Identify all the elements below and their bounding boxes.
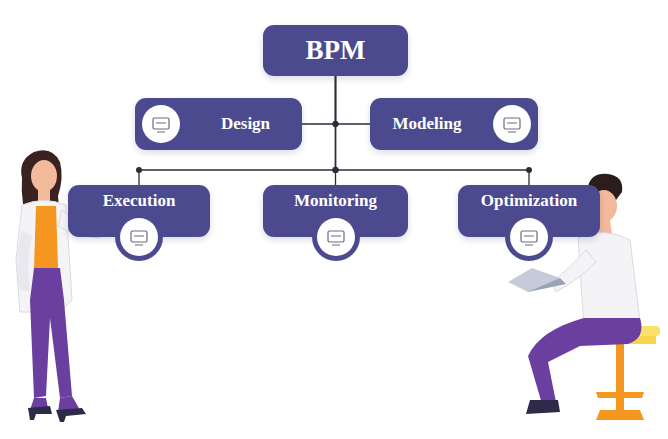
- stage-icon: [135, 98, 187, 150]
- man-figure: [528, 318, 642, 404]
- stage-icon: [503, 211, 555, 263]
- stage-box: Execution: [68, 185, 210, 237]
- man-figure: [598, 220, 612, 234]
- man-figure: [552, 250, 596, 292]
- woman-figure: [34, 206, 58, 268]
- tree-connector: [302, 76, 336, 124]
- icon-glyph: [507, 123, 517, 132]
- junction-dot: [333, 167, 339, 173]
- icon-glyph: [134, 236, 144, 245]
- icon-ring: [505, 213, 553, 261]
- junction-dot: [333, 167, 339, 173]
- stage-icon: [113, 211, 165, 263]
- icon-glyph: [524, 236, 534, 245]
- stage-box: Modeling: [370, 98, 538, 150]
- icon-disc: [317, 218, 355, 256]
- stage-box: Optimization: [458, 185, 600, 237]
- node-label: Execution: [103, 192, 176, 211]
- man-figure: [578, 232, 640, 326]
- junction-dot: [333, 121, 339, 127]
- stage-box: Monitoring: [263, 185, 408, 237]
- junction-dot: [526, 167, 532, 173]
- icon-ring: [137, 100, 185, 148]
- node-label: Design: [221, 115, 270, 134]
- stage-icon: [310, 211, 362, 263]
- node-label: Modeling: [393, 115, 462, 134]
- woman-figure: [56, 408, 86, 422]
- icon-ring: [115, 213, 163, 261]
- node-label: BPM: [306, 36, 366, 66]
- icon-disc: [493, 105, 531, 143]
- junction-dot: [333, 121, 339, 127]
- icon-glyph: [331, 236, 341, 245]
- junction-dot: [136, 167, 142, 173]
- tree-connector: [139, 76, 336, 185]
- node-label: Monitoring: [294, 192, 377, 211]
- root-box: BPM: [263, 25, 408, 76]
- icon-glyph: [156, 123, 166, 132]
- woman-figure: [17, 230, 32, 292]
- woman-figure: [28, 406, 52, 420]
- icon-ring: [488, 100, 536, 148]
- woman-figure: [30, 268, 72, 398]
- man-figure: [616, 344, 624, 410]
- junction-dot: [333, 167, 339, 173]
- man-figure: [508, 268, 560, 292]
- stage-icon: [486, 98, 538, 150]
- woman-figure: [31, 160, 57, 192]
- icon-ring: [312, 213, 360, 261]
- man-figure: [596, 392, 644, 398]
- tree-connector: [336, 76, 371, 124]
- icon-disc: [120, 218, 158, 256]
- man-figure: [596, 410, 644, 420]
- man-figure: [526, 400, 560, 414]
- icon-disc: [510, 218, 548, 256]
- icon-disc: [142, 105, 180, 143]
- stage-box: Design: [135, 98, 302, 150]
- node-label: Optimization: [481, 192, 577, 211]
